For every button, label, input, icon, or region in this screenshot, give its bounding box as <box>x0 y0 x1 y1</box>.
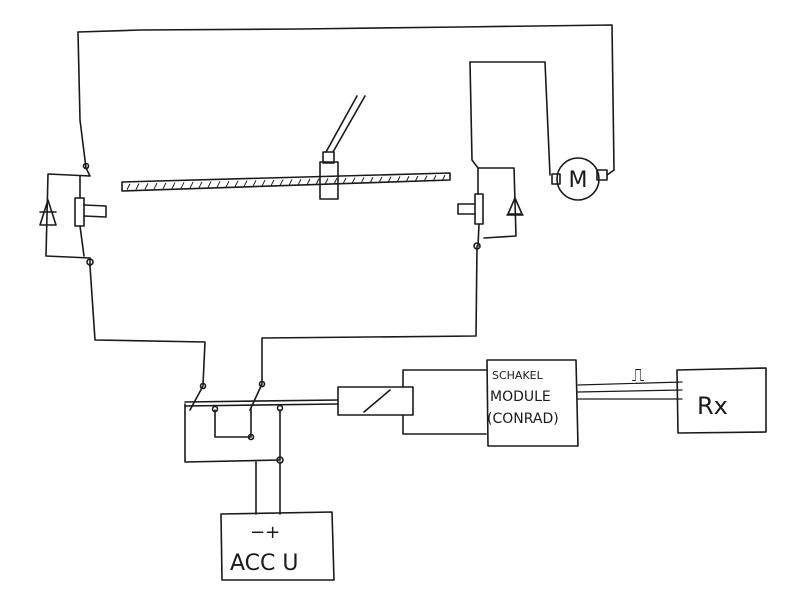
switch-module-label-3: (CONRAD) <box>487 411 559 427</box>
relay-switch <box>184 380 414 464</box>
right-diode-loop <box>477 167 517 239</box>
receiver-label: Rx <box>697 392 728 420</box>
rail-hatch-mark <box>297 178 302 186</box>
rail-hatch-mark <box>378 176 383 184</box>
rail-outline <box>121 172 451 192</box>
rail-hatch-mark <box>207 181 212 188</box>
rail-hatch-mark <box>315 178 320 185</box>
rail-hatch-mark <box>189 181 194 189</box>
battery-pack: −+ ACC U <box>220 511 335 581</box>
rail-hatch-mark <box>162 182 167 190</box>
rail-hatch-mark <box>441 174 446 182</box>
slide-rail <box>121 95 451 200</box>
rail-hatch-mark <box>405 175 410 183</box>
rail-hatch-mark <box>306 178 311 186</box>
rail-hatch-mark <box>387 176 392 183</box>
left-wire <box>77 31 87 169</box>
right-limit-switch <box>457 167 524 250</box>
battery-outline <box>220 511 335 581</box>
rail-hatch-mark <box>126 183 131 191</box>
rail-hatch-mark <box>351 177 356 184</box>
relay-actuator-link <box>184 399 339 407</box>
left-limit-switch <box>39 162 107 267</box>
rail-hatch-mark <box>270 179 275 187</box>
slider-block <box>319 161 339 200</box>
left-switch-plunger <box>83 204 107 218</box>
top-wire <box>77 24 615 171</box>
rail-hatch-mark <box>153 182 158 190</box>
rail-hatch-mark <box>216 181 221 188</box>
receiver-box: Rx <box>676 367 767 434</box>
right-connector <box>469 61 479 169</box>
right-lower-wire <box>261 245 478 384</box>
motor-terminal-left <box>551 173 561 185</box>
lever-line-2 <box>332 95 366 153</box>
rail-hatch-mark <box>135 183 140 190</box>
switch-module: SCHAKEL MODULE (CONRAD) <box>486 359 579 447</box>
rail-hatch-mark <box>234 180 239 188</box>
right-switch-body <box>474 193 484 225</box>
rail-hatch-mark <box>324 178 329 185</box>
slider-cap <box>322 151 335 164</box>
rail-hatching <box>126 174 446 191</box>
receiver-outline <box>676 367 767 434</box>
left-diode <box>39 199 57 226</box>
lever-line-1 <box>325 95 358 153</box>
rail-hatch-mark <box>288 179 293 186</box>
switch-blade-2 <box>249 383 263 411</box>
rail-hatch-mark <box>342 177 347 185</box>
rail-hatch-mark <box>396 176 401 183</box>
rail-hatch-mark <box>144 183 149 190</box>
motor-circle <box>556 157 600 201</box>
right-diode <box>506 197 524 216</box>
switch-module-label-1: SCHAKEL <box>492 369 544 382</box>
battery-label: ACC U <box>230 551 298 576</box>
relay-coil <box>337 386 414 416</box>
rail-hatch-mark <box>369 176 374 184</box>
motor-component: M <box>551 157 615 201</box>
rail-hatch-mark <box>432 175 437 182</box>
right-switch-plunger <box>457 203 476 215</box>
right-wire-upper <box>469 61 551 176</box>
rail-hatch-mark <box>225 180 230 188</box>
rail-hatch-mark <box>423 175 428 182</box>
switch-module-label-2: MODULE <box>490 389 551 405</box>
left-lower-wire <box>89 265 206 386</box>
relay-coil-slash <box>363 389 391 413</box>
battery-polarity: −+ <box>250 522 280 543</box>
rail-hatch-mark <box>333 177 338 185</box>
left-switch-body <box>74 197 85 227</box>
motor-lead <box>606 169 615 176</box>
rail-hatch-mark <box>198 181 203 189</box>
rail-hatch-mark <box>252 180 257 187</box>
motor-label: M <box>569 168 588 193</box>
rail-hatch-mark <box>279 179 284 186</box>
rail-hatch-mark <box>180 182 185 189</box>
rail-hatch-mark <box>171 182 176 189</box>
rail-hatch-mark <box>243 180 248 187</box>
switch-module-box <box>486 359 579 447</box>
pulse-signal-symbol: ⎍ <box>632 365 645 386</box>
rail-hatch-mark <box>261 179 266 187</box>
rail-hatch-mark <box>360 177 365 184</box>
rail-hatch-mark <box>414 175 419 183</box>
